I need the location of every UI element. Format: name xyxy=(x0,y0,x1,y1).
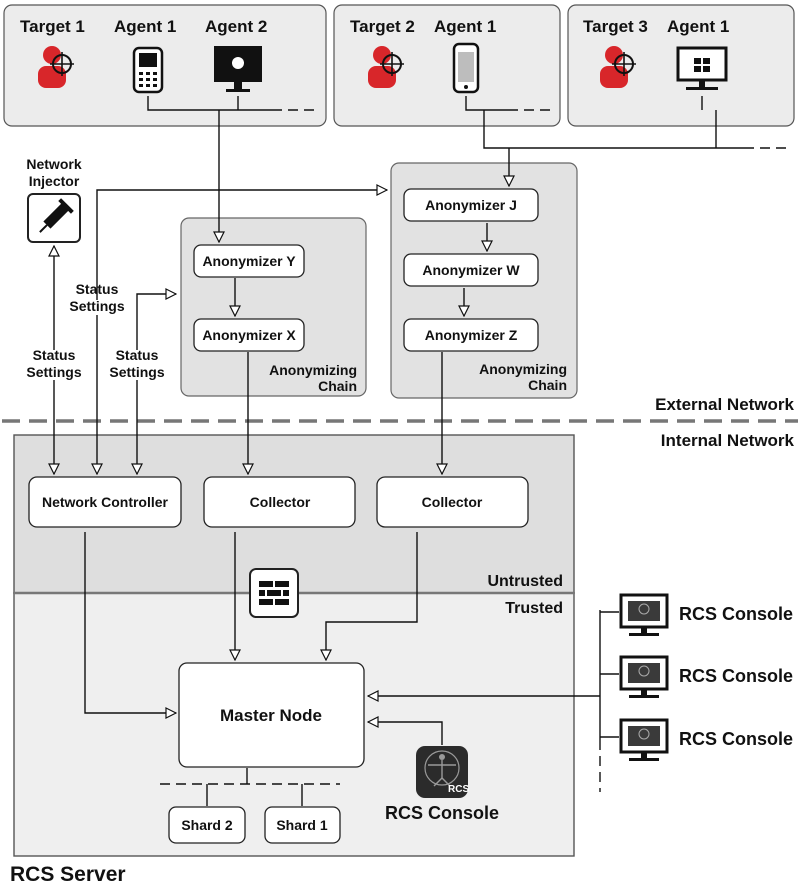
anonymizing-chain-left: Anonymizer Y Anonymizer X Anonymizing Ch… xyxy=(180,217,367,397)
trusted-zone-label: Trusted xyxy=(505,600,563,617)
chain-left-label-1: Anonymizing xyxy=(269,362,357,378)
target-3-agent-1-label: Agent 1 xyxy=(667,17,729,36)
network-injector-label-2: Injector xyxy=(29,173,80,189)
smartphone-keyboard-icon xyxy=(132,46,164,94)
local-rcs-console-label: RCS Console xyxy=(385,803,499,823)
shard-2: Shard 2 xyxy=(181,817,233,833)
remote-rcs-console-1-label: RCS Console xyxy=(679,604,793,624)
smartphone-icon xyxy=(452,42,480,94)
collector-1: Collector xyxy=(250,494,311,510)
settings-label-right: Settings xyxy=(109,364,164,380)
settings-label-top: Settings xyxy=(69,298,124,314)
target-2-agent-1-label: Agent 1 xyxy=(434,17,496,36)
syringe-icon xyxy=(39,198,74,233)
internal-network-label: Internal Network xyxy=(661,431,795,450)
network-injector-label-1: Network xyxy=(26,156,81,172)
target-panel-1: Target 1 Agent 1 Agent 2 xyxy=(3,4,327,127)
target-3-label: Target 3 xyxy=(583,17,648,36)
remote-rcs-console-2-label: RCS Console xyxy=(679,666,793,686)
remote-console-1 xyxy=(619,593,669,636)
chain-right-label-1: Anonymizing xyxy=(479,361,567,377)
network-boundary: External Network Internal Network xyxy=(2,395,798,450)
status-label-right: Status xyxy=(116,347,159,363)
settings-label-left: Settings xyxy=(26,364,81,380)
shard-1: Shard 1 xyxy=(276,817,328,833)
rcs-badge: RCS xyxy=(448,784,469,795)
anonymizer-x: Anonymizer X xyxy=(202,327,296,343)
target-2-label: Target 2 xyxy=(350,17,415,36)
firewall-icon xyxy=(249,568,299,618)
desktop-computer-icon xyxy=(214,46,262,92)
status-label-left: Status xyxy=(33,347,76,363)
chain-right-label-2: Chain xyxy=(528,377,567,393)
anonymizer-w: Anonymizer W xyxy=(422,262,520,278)
target-person-icon xyxy=(38,46,74,88)
anonymizing-chain-right: Anonymizer J Anonymizer W Anonymizer Z A… xyxy=(390,162,578,399)
rcs-server-label: RCS Server xyxy=(10,863,126,886)
anonymizer-j: Anonymizer J xyxy=(425,197,517,213)
target-panel-3: Target 3 Agent 1 xyxy=(567,4,795,127)
flow-arrows xyxy=(54,110,619,806)
target-person-icon xyxy=(368,46,404,88)
master-node: Master Node xyxy=(220,706,322,725)
remote-console-3 xyxy=(619,718,669,761)
anonymizer-z: Anonymizer Z xyxy=(425,327,518,343)
remote-console-2 xyxy=(619,655,669,698)
external-network-label: External Network xyxy=(655,395,794,414)
chain-left-label-2: Chain xyxy=(318,378,357,394)
remote-rcs-console-3-label: RCS Console xyxy=(679,729,793,749)
untrusted-zone-label: Untrusted xyxy=(487,573,563,590)
target-1-agent-2-label: Agent 2 xyxy=(205,17,267,36)
rcs-console-app-icon: RCS xyxy=(416,746,469,798)
collector-2: Collector xyxy=(422,494,483,510)
target-1-label: Target 1 xyxy=(20,17,85,36)
network-injector: Network Injector xyxy=(26,156,82,243)
target-person-icon xyxy=(600,46,636,88)
anonymizer-y: Anonymizer Y xyxy=(202,253,296,269)
target-1-agent-1-label: Agent 1 xyxy=(114,17,176,36)
target-panel-2: Target 2 Agent 1 xyxy=(333,4,561,127)
agent-connectors xyxy=(147,96,790,149)
network-controller: Network Controller xyxy=(42,494,169,510)
pc-monitor-icon xyxy=(676,46,728,90)
